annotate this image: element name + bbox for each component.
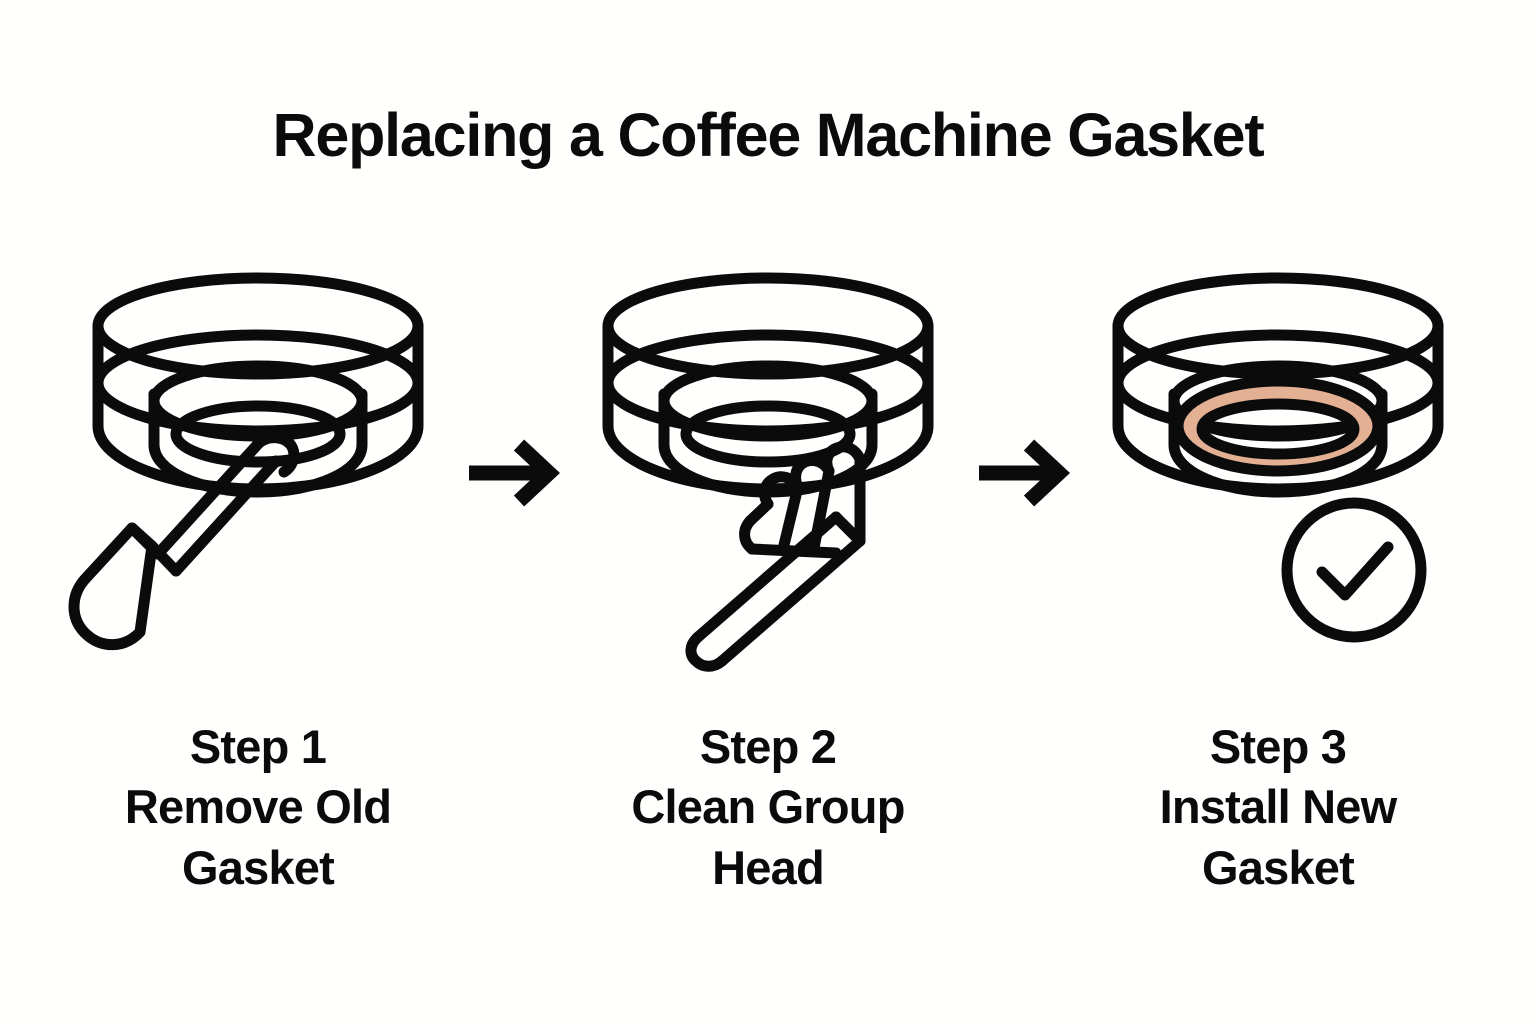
step-1-illustration (62, 263, 454, 683)
group-head-icon (602, 272, 934, 498)
step-2-illustration (572, 263, 964, 683)
step-3-caption: Step 3 Install New Gasket (1159, 717, 1398, 899)
step-2-number: Step 2 (699, 719, 837, 773)
arrow-right-icon (979, 439, 1070, 507)
check-circle-icon (1281, 497, 1427, 643)
page-title: Replacing a Coffee Machine Gasket (272, 101, 1265, 169)
step-2-caption: Step 2 Clean Group Head (631, 717, 905, 899)
arrow-right-icon (469, 439, 560, 507)
group-head-icon (1112, 272, 1444, 498)
step-column-3: Step 3 Install New Gasket (1082, 263, 1474, 899)
step-3-number: Step 3 (1209, 719, 1347, 773)
step-3-caption-line-3: Gasket (1202, 841, 1355, 895)
step-3-illustration (1082, 263, 1474, 683)
arrow-2 (964, 263, 1082, 683)
step-column-1: Step 1 Remove Old Gasket (62, 263, 454, 899)
arrow-1 (454, 263, 572, 683)
group-head-icon (92, 272, 424, 498)
step-1-caption-line-2: Remove Old (124, 780, 392, 834)
step-1-number: Step 1 (189, 719, 327, 773)
screwdriver-icon (68, 431, 300, 650)
step-1-caption: Step 1 Remove Old Gasket (124, 717, 392, 899)
step-column-2: Step 2 Clean Group Head (572, 263, 964, 899)
gasket-ring-icon (1172, 375, 1384, 477)
step-1-caption-line-3: Gasket (182, 841, 335, 895)
brush-icon (685, 441, 866, 672)
step-2-caption-line-3: Head (712, 841, 825, 895)
step-2-caption-line-2: Clean Group (631, 780, 905, 834)
steps-row: Step 1 Remove Old Gasket (0, 263, 1536, 899)
step-3-caption-line-2: Install New (1159, 780, 1398, 834)
